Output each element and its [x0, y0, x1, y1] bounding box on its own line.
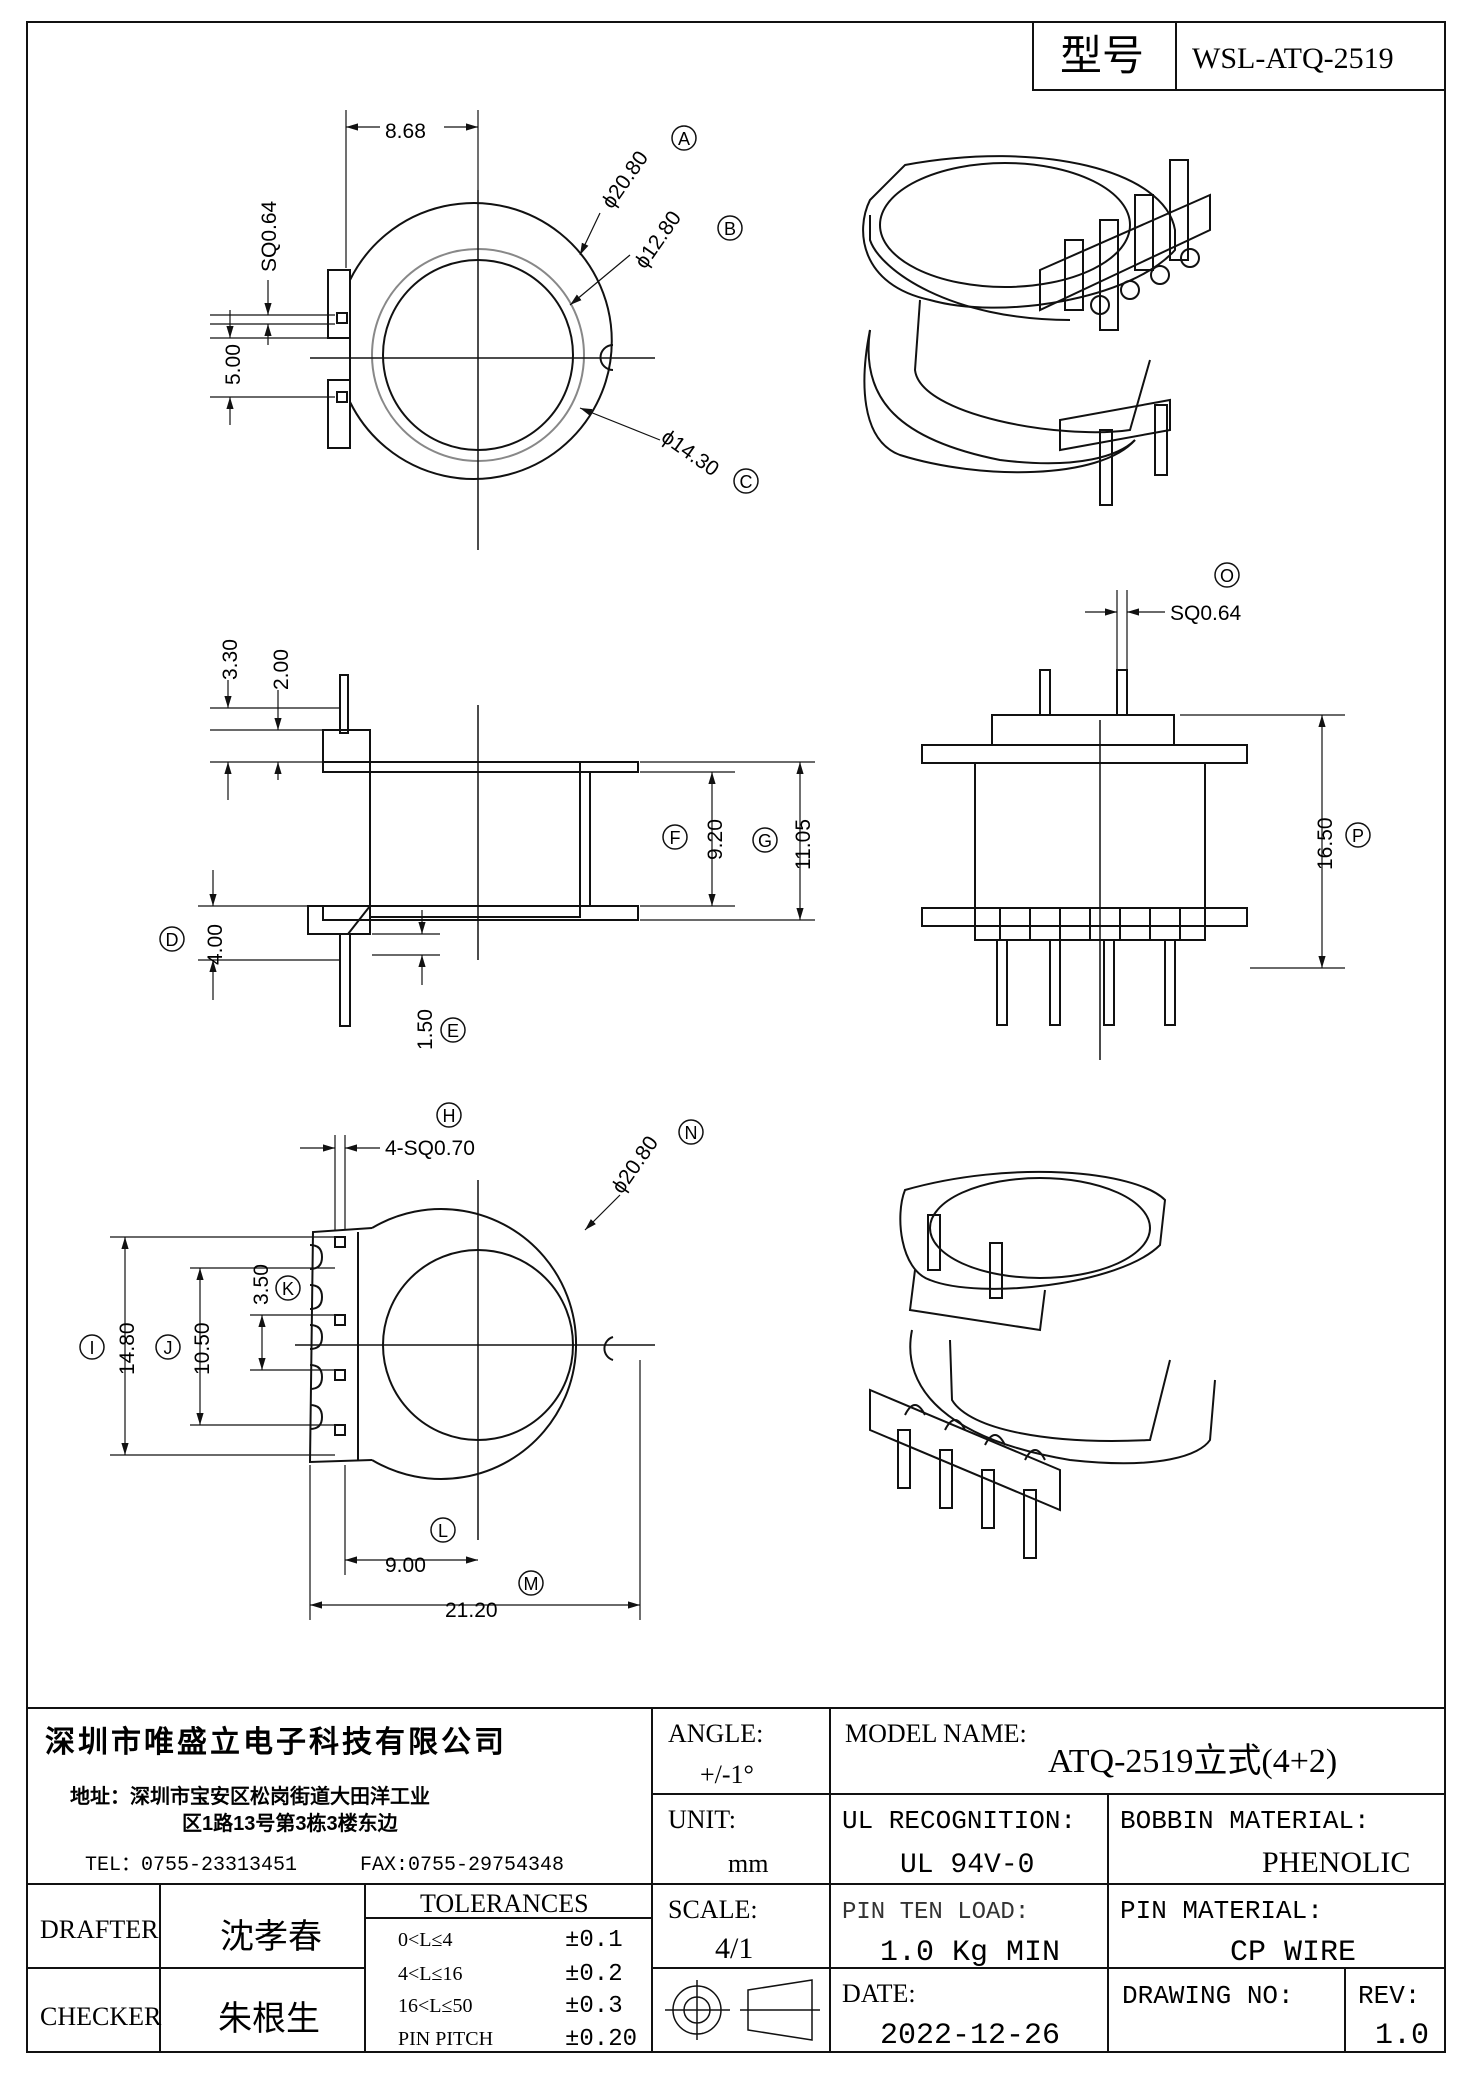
mark-c-circle	[733, 468, 759, 494]
sheet-border	[26, 21, 1446, 2053]
tol-value-3: ±0.3	[565, 1993, 623, 2020]
angle-value: +/-1°	[700, 1760, 754, 1789]
dim-dia-n: ϕ20.80	[607, 1132, 663, 1198]
dim-sq-0-64: SQ0.64	[258, 200, 281, 272]
dim-4-sq-0-70: 4-SQ0.70	[385, 1137, 475, 1160]
model-box: 型号 WSL-ATQ-2519	[1032, 21, 1446, 91]
tol-range-1: 0<L≤4	[398, 1929, 452, 1951]
mark-f: F	[670, 828, 681, 848]
front-view	[198, 674, 815, 1027]
mark-k: K	[282, 1279, 294, 1299]
title-block-text: 深圳市唯盛立电子科技有限公司 地址：深圳市宝安区松岗街道大田洋工业 区1路13号…	[40, 1719, 1429, 2053]
dim-10-50: 10.50	[191, 1322, 214, 1375]
drafter-value: 沈孝春	[220, 1918, 322, 1956]
tol-value-1: ±0.1	[565, 1927, 623, 1954]
mark-p: P	[1352, 826, 1364, 846]
dim-4-00: 4.00	[204, 924, 227, 965]
pin-load-value: 1.0 Kg MIN	[880, 1936, 1060, 1970]
bobbin-label: BOBBIN MATERIAL:	[1120, 1806, 1370, 1836]
unit-label: UNIT:	[668, 1805, 736, 1834]
pin-material-label: PIN MATERIAL:	[1120, 1896, 1323, 1926]
mark-b: B	[724, 219, 736, 239]
top-view-labels: 8.68 SQ0.64 5.00 ϕ20.80 ϕ12.80 ϕ14.30 A …	[222, 120, 759, 494]
bottom-view-labels: 4-SQ0.70 ϕ20.80 3.50 10.50 14.80 9.00 21…	[79, 1102, 704, 1622]
mark-h: H	[443, 1106, 456, 1126]
model-name-value: ATQ-2519立式(4+2)	[1048, 1742, 1337, 1780]
mark-e: E	[447, 1021, 459, 1041]
mark-l: L	[438, 1521, 448, 1541]
dim-11-05: 11.05	[792, 819, 815, 870]
dim-16-50: 16.50	[1314, 817, 1337, 870]
model-box-label: 型号	[1060, 32, 1144, 79]
mark-m: M	[524, 1574, 539, 1594]
date-value: 2022-12-26	[880, 2019, 1060, 2053]
dim-dia-c: ϕ14.30	[657, 425, 723, 481]
dim-3-30: 3.30	[219, 639, 242, 680]
dim-side-sq-0-64: SQ0.64	[1170, 602, 1242, 625]
bobbin-value: PHENOLIC	[1262, 1846, 1410, 1879]
scale-value: 4/1	[715, 1932, 753, 1965]
dim-9-00: 9.00	[385, 1554, 426, 1577]
unit-value: mm	[728, 1849, 768, 1878]
checker-value: 朱根生	[218, 2000, 320, 2038]
title-block-lines	[27, 1707, 1445, 2052]
rev-label: REV:	[1358, 1981, 1420, 2011]
mark-g: G	[758, 831, 772, 851]
dim-21-20: 21.20	[445, 1599, 498, 1622]
pin-material-value: CP WIRE	[1230, 1936, 1356, 1970]
tol-range-2: 4<L≤16	[398, 1963, 462, 1985]
mark-a-circle	[671, 125, 697, 151]
projection-symbol	[665, 1979, 820, 2041]
front-view-labels: 3.30 2.00 9.20 11.05 4.00 1.50 D E F G	[159, 639, 815, 1050]
dim-8-68: 8.68	[385, 120, 426, 143]
mark-i: I	[89, 1338, 94, 1358]
dim-3-50: 3.50	[250, 1264, 273, 1305]
ul-value: UL 94V-0	[900, 1850, 1034, 1881]
ul-label: UL RECOGNITION:	[842, 1806, 1076, 1836]
side-view	[921, 590, 1345, 1060]
mark-j: J	[164, 1338, 173, 1358]
tel: TEL：0755-23313451	[85, 1854, 297, 1877]
mark-o: O	[1220, 566, 1234, 586]
pin-load-label: PIN TEN LOAD:	[842, 1899, 1029, 1926]
mark-d: D	[166, 930, 179, 950]
checker-label: CHECKER	[40, 2002, 162, 2031]
tol-range-4: PIN PITCH	[398, 2028, 493, 2050]
drawing-no-label: DRAWING NO:	[1122, 1981, 1294, 2011]
address-line-2: 区1路13号第3栋3楼东边	[182, 1811, 399, 1835]
mark-a: A	[678, 129, 690, 149]
dim-2-00: 2.00	[270, 649, 293, 690]
mark-c: C	[740, 472, 753, 492]
mark-b-circle	[717, 215, 743, 241]
mark-n: N	[685, 1123, 698, 1143]
tol-value-4: ±0.20	[565, 2026, 637, 2053]
dim-9-20: 9.20	[704, 819, 727, 860]
iso-view-bottom	[869, 1170, 1216, 1559]
company-name: 深圳市唯盛立电子科技有限公司	[45, 1725, 507, 1759]
angle-label: ANGLE:	[668, 1719, 763, 1748]
fax: FAX:0755-29754348	[360, 1854, 564, 1877]
dim-14-80: 14.80	[116, 1322, 139, 1375]
scale-label: SCALE:	[668, 1895, 758, 1924]
dim-dia-a: ϕ20.80	[597, 147, 653, 213]
date-label: DATE:	[842, 1979, 916, 2008]
tol-value-2: ±0.2	[565, 1961, 623, 1988]
rev-value: 1.0	[1375, 2019, 1429, 2053]
drafter-label: DRAFTER	[40, 1915, 159, 1944]
dim-1-50: 1.50	[414, 1009, 437, 1050]
dim-dia-b: ϕ12.80	[630, 207, 686, 273]
model-box-value: WSL-ATQ-2519	[1192, 42, 1394, 75]
address-line-1: 地址：深圳市宝安区松岗街道大田洋工业	[70, 1784, 430, 1808]
top-view	[210, 110, 661, 550]
model-name-label: MODEL NAME:	[845, 1719, 1027, 1748]
side-view-labels: SQ0.64 16.50 O P	[1170, 562, 1371, 870]
iso-view-top	[862, 155, 1211, 506]
tol-range-3: 16<L≤50	[398, 1995, 472, 2017]
tolerances-label: TOLERANCES	[420, 1889, 589, 1918]
bottom-view	[110, 1135, 655, 1620]
dim-5-00: 5.00	[222, 344, 245, 385]
